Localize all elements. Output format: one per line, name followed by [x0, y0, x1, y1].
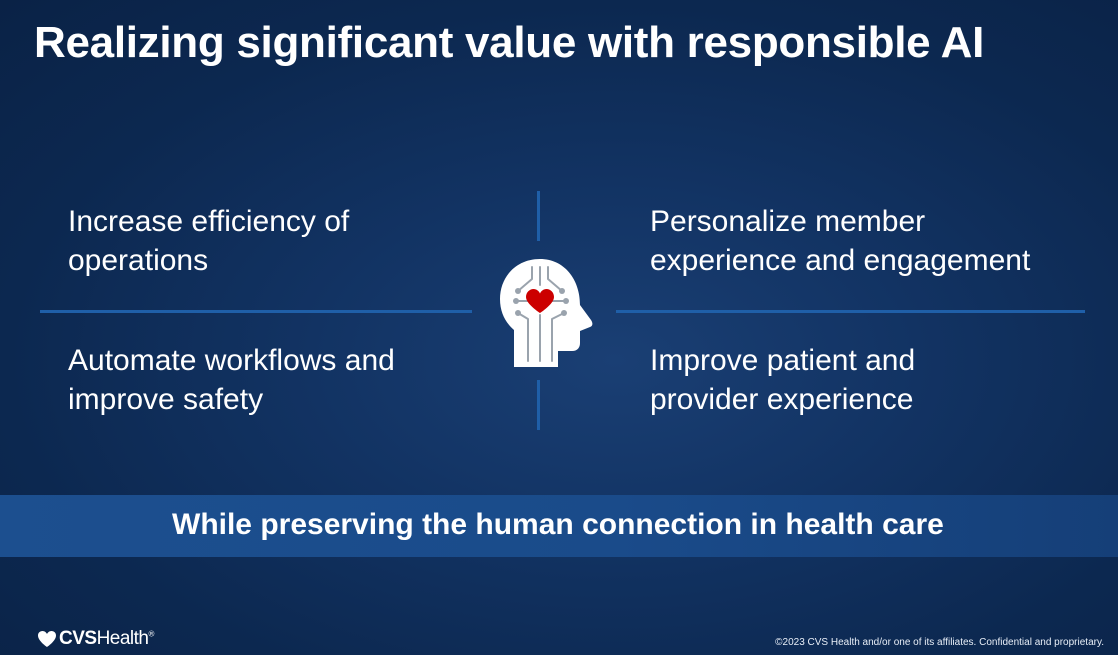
- quadrant-top-right: Personalize member experience and engage…: [650, 202, 1030, 280]
- divider-vertical-bottom: [537, 380, 540, 430]
- divider-vertical-top: [537, 191, 540, 241]
- cvs-health-logo: CVSHealth®: [37, 628, 154, 650]
- quadrant-line: Improve patient and: [650, 344, 916, 377]
- copyright-notice: ©2023 CVS Health and/or one of its affil…: [775, 637, 1104, 648]
- heart-icon: [526, 289, 554, 313]
- quadrant-line: Automate workflows and: [68, 344, 395, 377]
- tagline: While preserving the human connection in…: [172, 508, 944, 541]
- quadrant-line: operations: [68, 244, 209, 277]
- ai-head-heart-icon: [500, 259, 593, 367]
- quadrant-line: Increase efficiency of: [68, 205, 350, 238]
- logo-wordmark: CVSHealth®: [59, 628, 154, 649]
- divider-horizontal-right: [616, 310, 1085, 313]
- quadrant-top-left: Increase efficiency of operations: [68, 202, 349, 280]
- quadrant-line: experience and engagement: [650, 244, 1031, 277]
- quadrant-bottom-left: Automate workflows and improve safety: [68, 341, 395, 419]
- quadrant-line: improve safety: [68, 383, 264, 416]
- quadrant-line: provider experience: [650, 383, 914, 416]
- quadrant-bottom-right: Improve patient and provider experience: [650, 341, 915, 419]
- tagline-band: [0, 495, 1118, 557]
- cvs-heart-logo-icon: [38, 631, 56, 647]
- quadrant-line: Personalize member: [650, 205, 926, 238]
- slide-title: Realizing significant value with respons…: [34, 18, 985, 67]
- divider-horizontal-left: [40, 310, 472, 313]
